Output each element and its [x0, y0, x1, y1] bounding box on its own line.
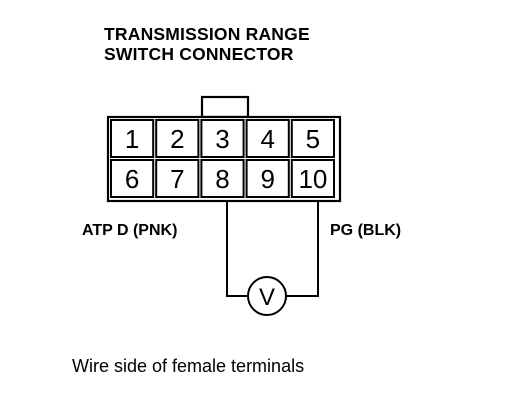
pin-cell — [110, 159, 155, 198]
pin-cell — [290, 159, 335, 198]
pin-cell — [200, 119, 245, 158]
voltmeter-symbol: V — [259, 284, 275, 311]
pin-number: 10 — [298, 164, 327, 194]
title-line-1: TRANSMISSION RANGE — [104, 24, 310, 44]
pin-cell — [155, 159, 200, 198]
pin-cell — [155, 119, 200, 158]
diagram-caption: Wire side of female terminals — [72, 356, 305, 376]
pin-number: 1 — [125, 124, 139, 154]
pin-cell — [245, 119, 290, 158]
voltmeter-icon — [247, 276, 287, 316]
wire-label-pg: PG (BLK) — [330, 222, 402, 239]
pin-number: 3 — [215, 124, 229, 154]
title-line-2: SWITCH CONNECTOR — [104, 44, 294, 64]
pin-cell — [110, 119, 155, 158]
pin-cell — [200, 159, 245, 198]
pin-number: 6 — [125, 164, 139, 194]
pin-cell — [245, 159, 290, 198]
wire-atp-d — [226, 201, 248, 297]
pin-number: 4 — [260, 124, 274, 154]
diagram-title: TRANSMISSION RANGE SWITCH CONNECTOR — [104, 24, 310, 64]
connector-lock-tab — [200, 95, 250, 119]
pin-number: 5 — [306, 124, 320, 154]
pin-number: 2 — [170, 124, 184, 154]
wire-label-atp-d: ATP D (PNK) — [82, 222, 178, 239]
pin-number: 7 — [170, 164, 184, 194]
pin-cell — [290, 119, 335, 158]
pin-number: 9 — [260, 164, 274, 194]
wire-pg — [286, 201, 319, 297]
pin-number: 8 — [215, 164, 229, 194]
